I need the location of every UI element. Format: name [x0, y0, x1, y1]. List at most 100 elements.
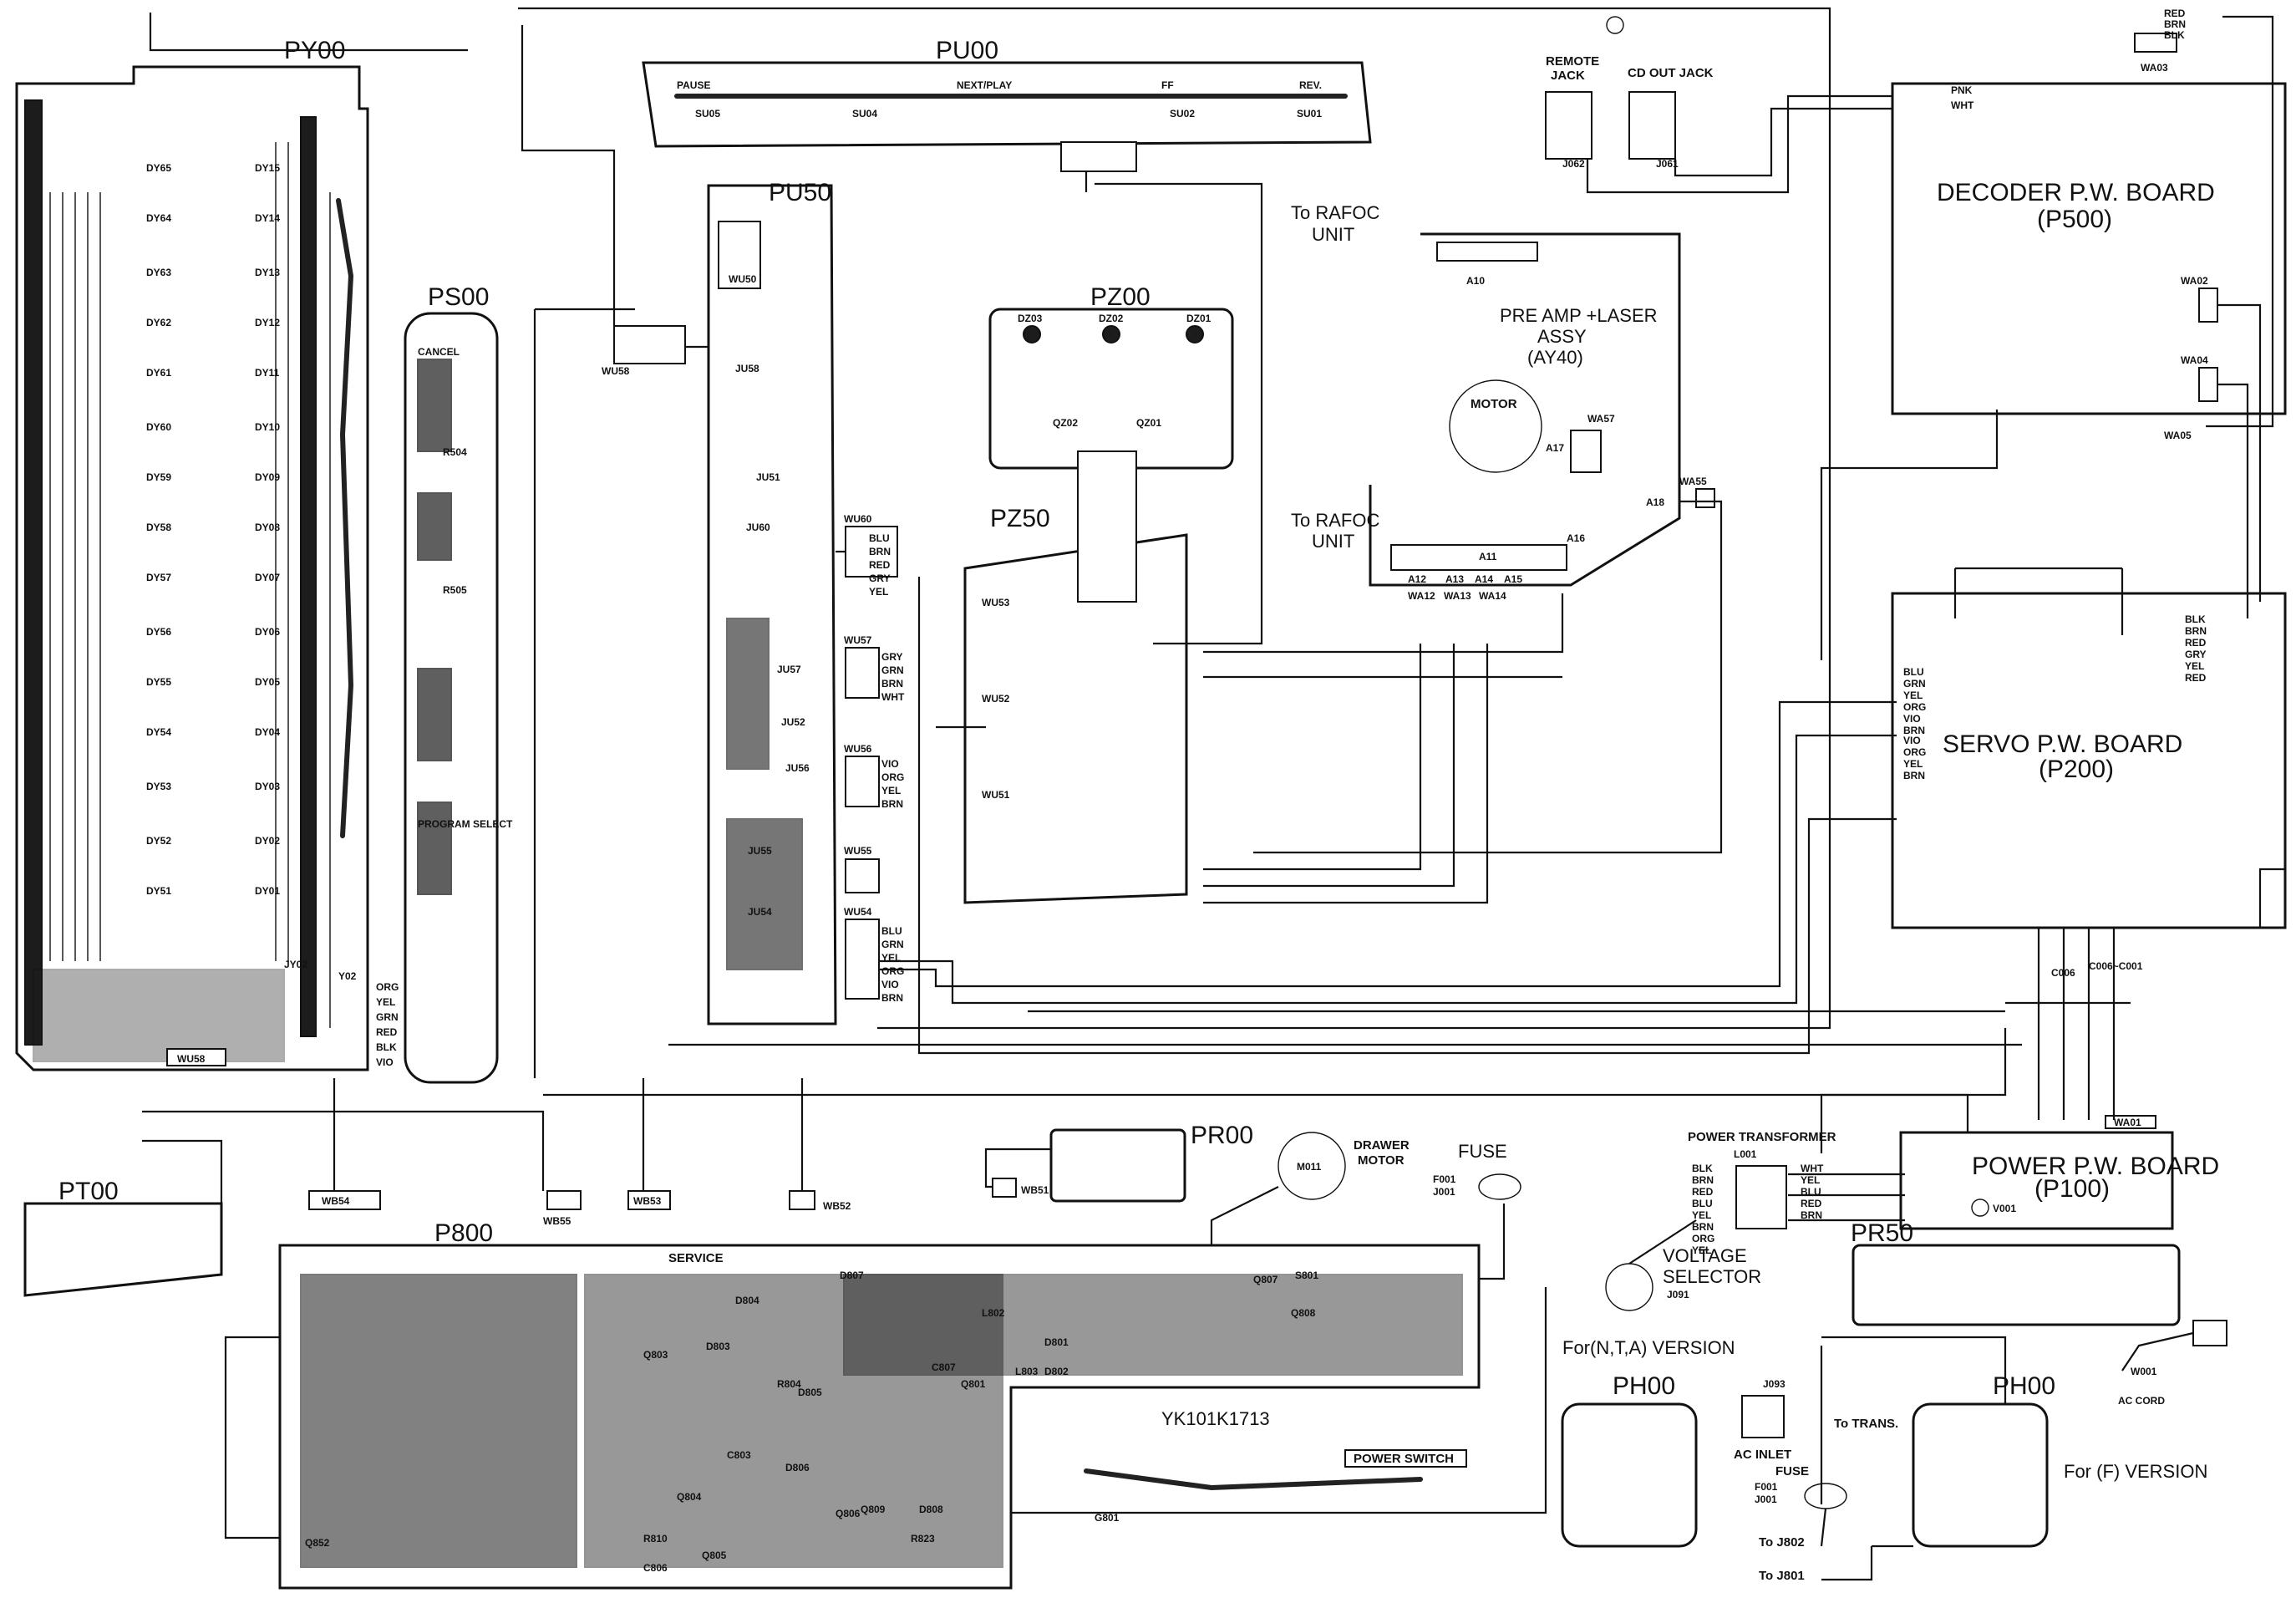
- part-label: DY59: [146, 471, 171, 483]
- part-label: Q806: [836, 1508, 861, 1519]
- wire-color: ORG: [376, 981, 399, 993]
- wire-color: ORG: [881, 771, 904, 783]
- wiring-harness: [142, 7, 2285, 1581]
- wa01-label: WA01: [2114, 1117, 2141, 1128]
- part-label: L803: [1015, 1366, 1039, 1377]
- wire-color: PNK: [1951, 84, 1973, 96]
- ju54-label: JU54: [748, 906, 772, 918]
- wire-color: BRN: [1903, 770, 1925, 781]
- wire-color: BLU: [869, 532, 890, 544]
- transformer-ref: L001: [1734, 1148, 1757, 1160]
- wire-color: WHT: [881, 691, 905, 703]
- board-pr00: PR00 WB51: [992, 1122, 1253, 1203]
- connector-wu55: WU55: [844, 845, 880, 893]
- part-label: C806: [643, 1562, 668, 1574]
- key-ref: SU02: [1170, 108, 1195, 120]
- wa05-label: WA05: [2164, 430, 2192, 441]
- wire-color: GRY: [869, 573, 891, 584]
- a14-label: A14: [1475, 573, 1493, 585]
- jy02-label: JY02: [284, 959, 307, 970]
- part-label: C803: [727, 1449, 751, 1461]
- fuse2-f001: F001: [1755, 1481, 1778, 1493]
- wire-color: RED: [2185, 637, 2207, 649]
- pz50-label: PZ50: [990, 505, 1050, 532]
- part-label: D802: [1044, 1366, 1069, 1377]
- part-label: DY14: [255, 212, 280, 224]
- wire-color: GRN: [376, 1011, 399, 1023]
- p800-label: P800: [434, 1219, 493, 1247]
- part-label: Q809: [861, 1504, 886, 1515]
- part-label: D804: [735, 1295, 759, 1306]
- preamp-assy-text: ASSY: [1537, 326, 1587, 347]
- v001-label: V001: [1993, 1203, 2016, 1214]
- wire-color: BLK: [376, 1041, 397, 1053]
- decoder-ref: (P500): [2037, 206, 2112, 233]
- wire-color: VIO: [376, 1056, 394, 1068]
- part-label: Q805: [702, 1550, 727, 1561]
- key-label: REV.: [1299, 79, 1322, 91]
- part-label: DY64: [146, 212, 171, 224]
- power-transformer: POWER TRANSFORMER L001 BLK BRN RED BLU Y…: [1605, 1130, 1836, 1311]
- wu57-label: WU57: [844, 634, 872, 646]
- fuse2-j001: J001: [1755, 1494, 1777, 1505]
- a12-label: A12: [1408, 573, 1426, 585]
- part-label: D806: [785, 1462, 810, 1473]
- wu54-label: WU54: [844, 906, 872, 918]
- servo-board: SERVO P.W. BOARD (P200) BLU GRN YEL ORG …: [1891, 592, 2287, 1129]
- to-trans-label: To TRANS.: [1834, 1417, 1898, 1431]
- a15-label: A15: [1504, 573, 1522, 585]
- part-label: DY52: [146, 835, 171, 847]
- wu51-label: WU51: [982, 789, 1010, 801]
- j093-label: J093: [1763, 1378, 1785, 1390]
- wire-color: GRN: [881, 939, 904, 950]
- pt00-label: PT00: [58, 1178, 119, 1205]
- part-label: DZ02: [1099, 313, 1124, 324]
- c001-label: C006~C001: [2089, 960, 2143, 972]
- wa14-label: WA14: [1479, 590, 1506, 602]
- part-label: DY60: [146, 421, 171, 433]
- ps00-label: PS00: [428, 283, 489, 311]
- wire-color: BRN: [2164, 18, 2186, 30]
- board-ph00-right: PH00 For (F) VERSION W001 AC CORD: [1912, 1320, 2227, 1548]
- servo-ref: (P200): [2039, 756, 2114, 783]
- part-label: QZ02: [1053, 417, 1078, 429]
- ju57-label: JU57: [777, 664, 801, 675]
- pu50-label: PU50: [769, 179, 831, 206]
- part-label: G801: [1095, 1512, 1120, 1524]
- board-pz00: PZ00 DZ03 DZ02 DZ01 QZ02 QZ01: [988, 283, 1234, 470]
- part-label: DY54: [146, 726, 171, 738]
- wa57-label: WA57: [1587, 413, 1615, 425]
- wire-color: ORG: [1903, 746, 1926, 758]
- pcb-code: YK101K1713: [1161, 1408, 1270, 1429]
- part-label: DY09: [255, 471, 280, 483]
- wire-color: ORG: [1903, 701, 1926, 713]
- ju56-label: JU56: [785, 762, 810, 774]
- part-label: DY06: [255, 626, 280, 638]
- version-nta: For(N,T,A) VERSION: [1562, 1337, 1735, 1358]
- key-label: FF: [1161, 79, 1174, 91]
- connector-wu60: WU60 BLU BRN RED GRY YEL: [844, 513, 898, 598]
- wa04-label: WA04: [2181, 354, 2208, 366]
- wu60-label: WU60: [844, 513, 872, 525]
- a18-label: A18: [1646, 496, 1664, 508]
- wire-color: YEL: [2185, 660, 2204, 672]
- wire-color: BRN: [869, 546, 891, 557]
- wu50-label: WU50: [729, 273, 757, 285]
- wire-color: GRY: [2185, 649, 2207, 660]
- part-label: Q807: [1253, 1274, 1278, 1285]
- part-label: DY57: [146, 572, 171, 583]
- a16-label: A16: [1567, 532, 1585, 544]
- cd-out-jack-label: CD OUT JACK: [1628, 66, 1714, 80]
- wire-color: ORG: [881, 965, 904, 977]
- remote-jack-label-2: JACK: [1551, 69, 1585, 83]
- board-p800: P800 SERVICE YK101K1713 POWER SWITCH Q85…: [278, 1190, 1481, 1590]
- wu53-label: WU53: [982, 597, 1010, 608]
- board-ps00: PS00 CANCEL R504 R505 PROGRAM SELECT: [404, 283, 513, 1084]
- service-label: SERVICE: [668, 1251, 724, 1265]
- j062-label: J062: [1562, 158, 1585, 170]
- rafoc-bot-2: UNIT: [1312, 531, 1354, 552]
- part-label: DY02: [255, 835, 280, 847]
- voltage-ref: J091: [1667, 1289, 1689, 1300]
- wire-color: GRN: [1903, 678, 1926, 690]
